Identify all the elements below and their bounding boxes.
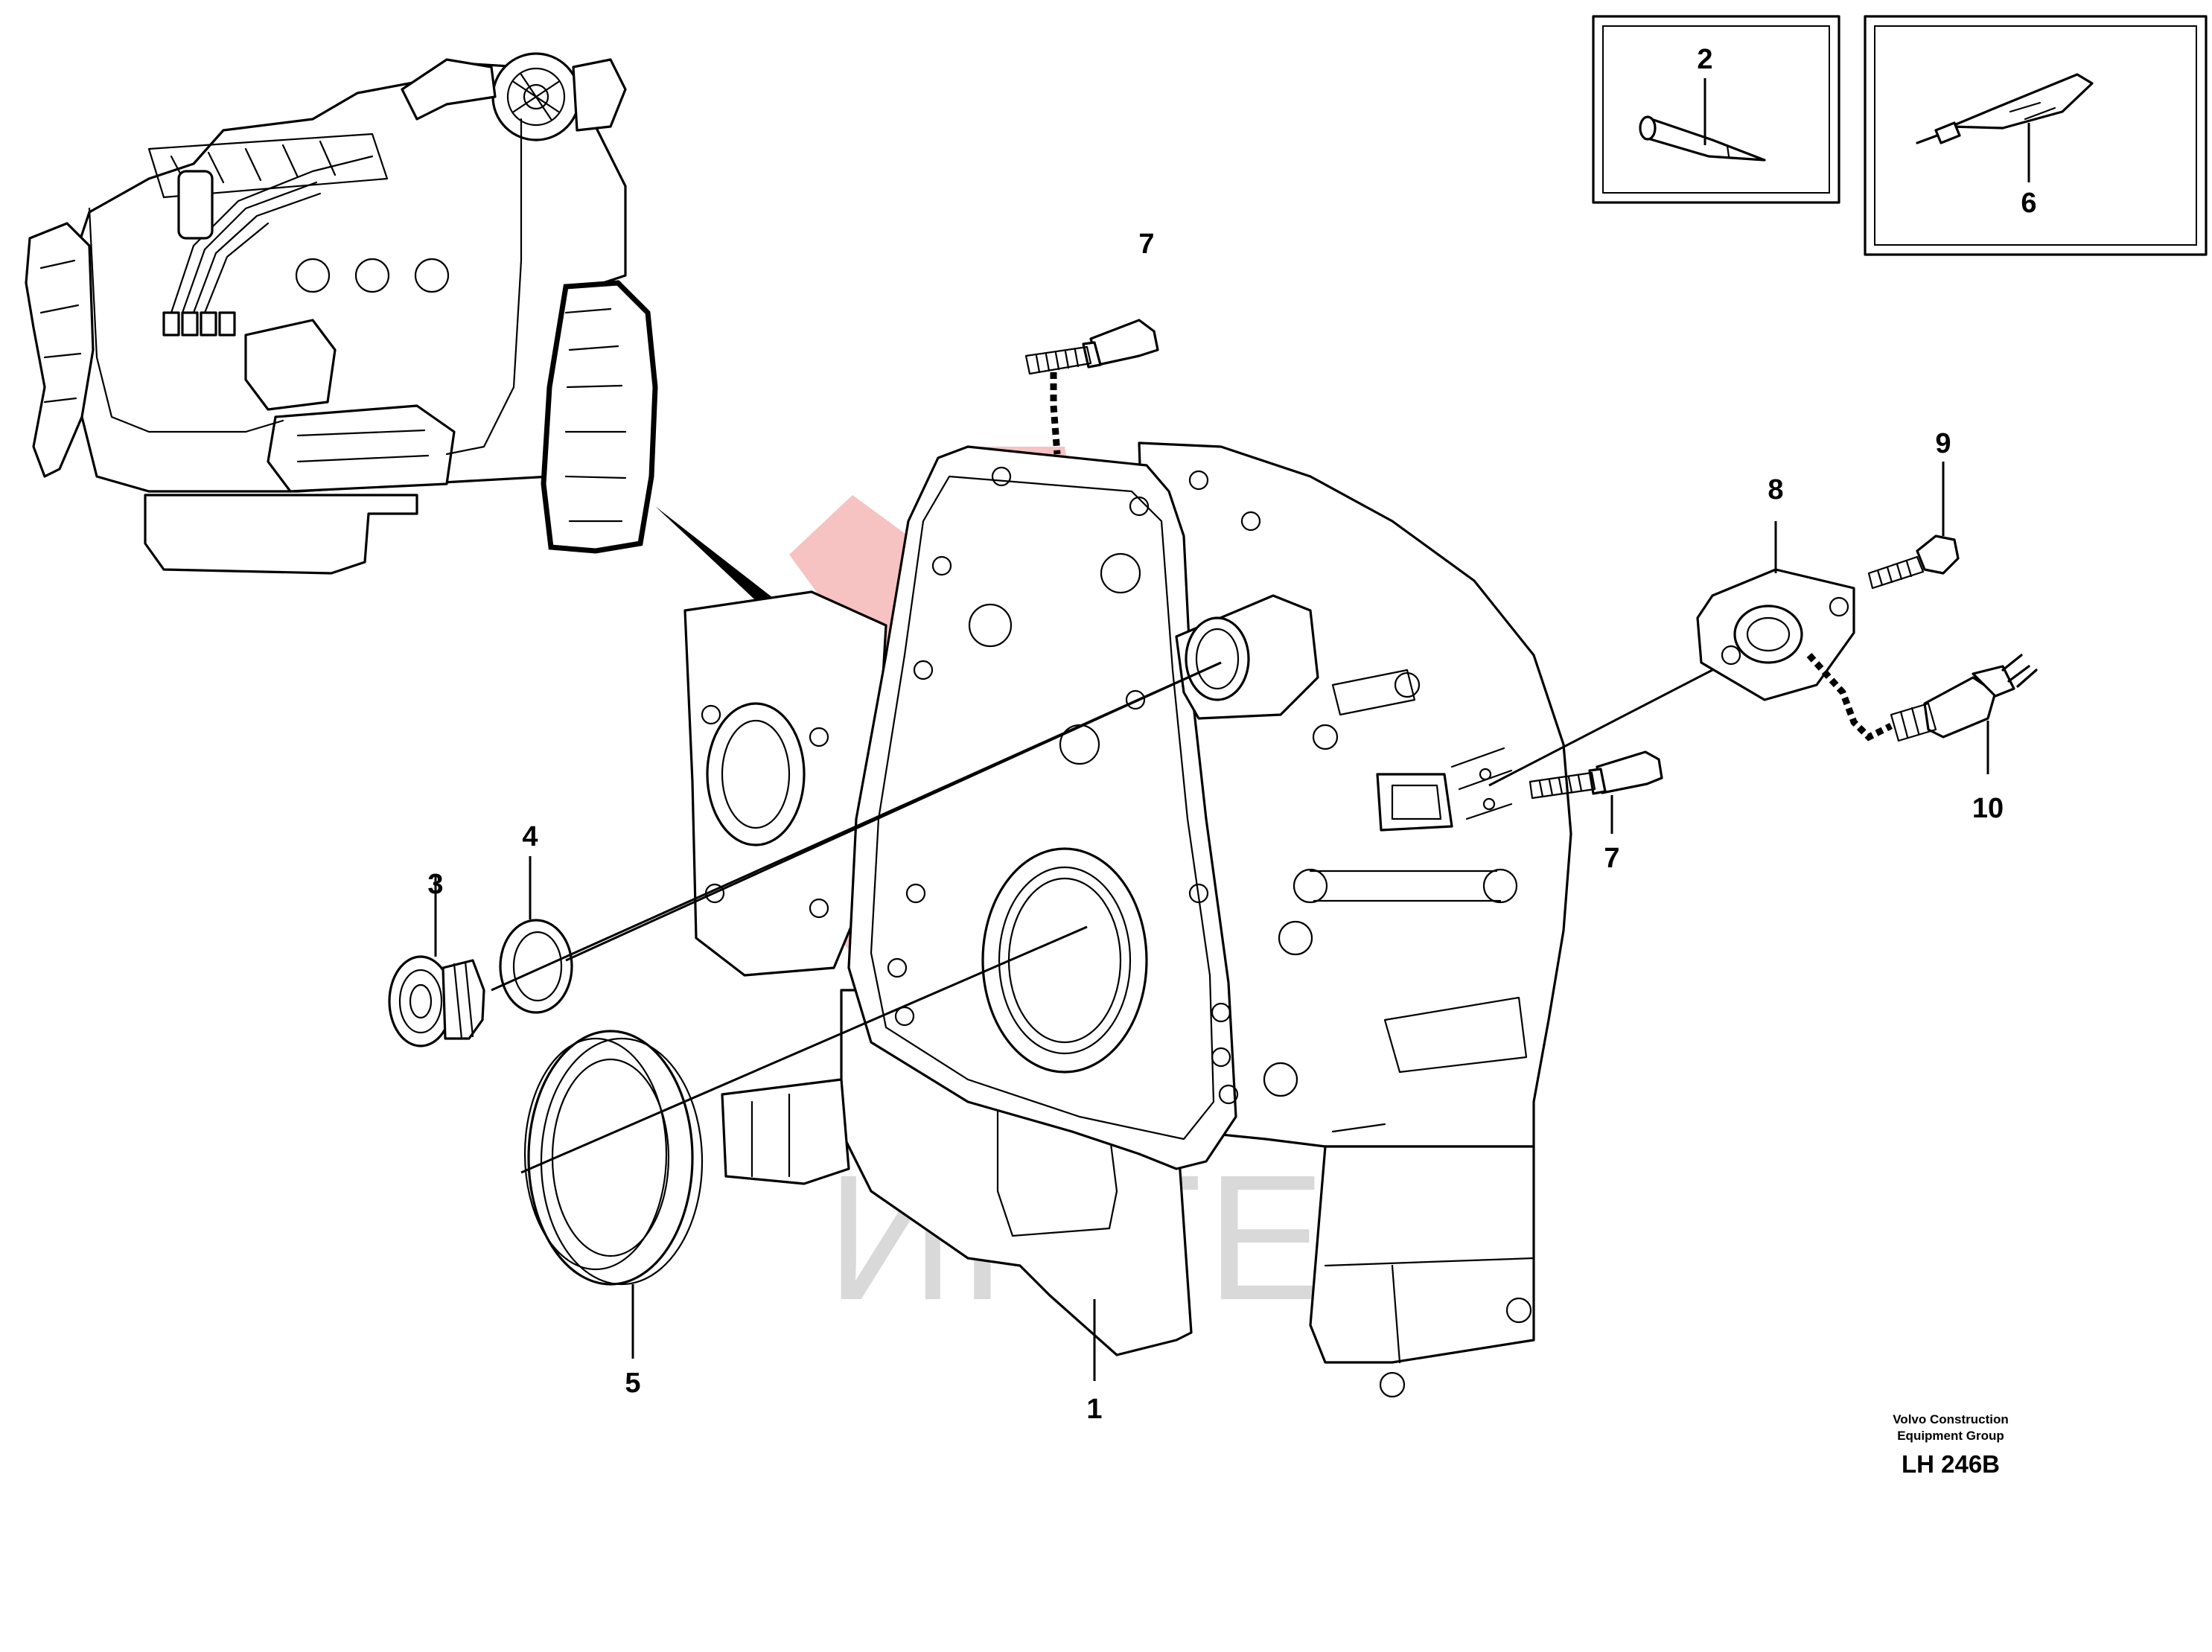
sensor-plate-8: [1696, 521, 1855, 701]
callout-5: 5: [625, 1368, 640, 1399]
callout-2: 2: [1697, 44, 1712, 75]
company-line-1: Volvo Construction: [1893, 1412, 2009, 1426]
reference-box-6: [1864, 15, 2208, 256]
callout-7-right: 7: [1604, 843, 1619, 874]
bolt-9: [1867, 462, 1960, 590]
callout-7-top: 7: [1138, 229, 1154, 260]
speed-sensor-10: [1806, 652, 2038, 774]
leader-lines: [491, 661, 1713, 1381]
o-ring-4: [499, 856, 573, 1014]
crank-seal-5: [523, 1030, 704, 1359]
bolt-7-top: [1024, 319, 1159, 455]
sealant-cone-icon: [1639, 115, 1766, 162]
callout-4: 4: [522, 821, 538, 852]
sealant-tube-icon: [1916, 73, 2094, 144]
callout-3: 3: [427, 869, 443, 900]
callout-9: 9: [1935, 428, 1951, 459]
connector-row: [162, 311, 236, 337]
plug-3: [388, 875, 485, 1047]
bolt-7-right: [1529, 750, 1663, 834]
reference-box-2: [1592, 15, 1840, 204]
callout-6: 6: [2021, 188, 2036, 219]
callout-8: 8: [1768, 474, 1783, 506]
footer-credits: Volvo Construction Equipment Group LH 24…: [1893, 1412, 2009, 1478]
callout-1: 1: [1086, 1394, 1102, 1425]
callout-labels: 1 2 3 4 5 6 7 7 8 9 10: [427, 44, 2036, 1425]
document-id: LH 246B: [1902, 1450, 2000, 1478]
callout-10: 10: [1972, 793, 2004, 824]
company-line-2: Equipment Group: [1897, 1429, 2004, 1443]
engine-overview-illustration: [25, 52, 789, 618]
turbocharger: [401, 52, 627, 141]
bolt-holes: [887, 466, 1261, 1105]
